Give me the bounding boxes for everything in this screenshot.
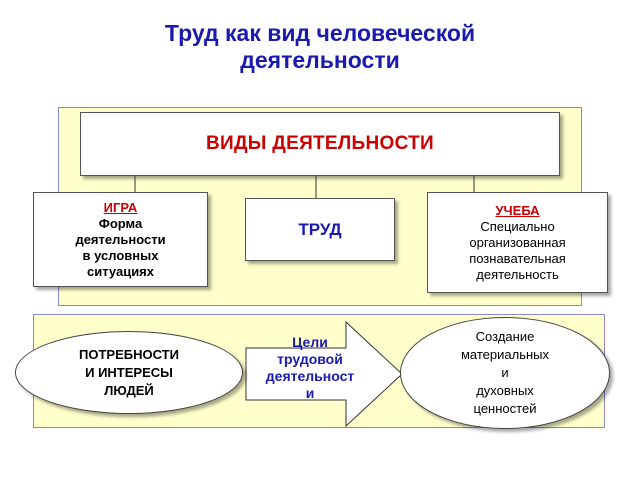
creation-ellipse: Создание материальных и духовных ценност…: [400, 317, 610, 429]
study-line-4: деятельность: [476, 266, 559, 282]
creation-line-2: материальных: [460, 347, 550, 362]
goals-line-3: деятельност: [265, 368, 355, 384]
game-line-1: Форма: [98, 215, 143, 231]
creation-line-3: и: [501, 365, 509, 380]
game-line-4: ситуациях: [87, 263, 154, 279]
goals-arrow-text: Цели трудовой деятельност и: [250, 334, 370, 402]
game-line-3: в условных: [82, 247, 159, 263]
activity-types-box: ВИДЫ ДЕЯТЕЛЬНОСТИ: [80, 112, 560, 176]
goals-line-4: и: [305, 385, 315, 401]
goals-line-2: трудовой: [277, 351, 343, 367]
needs-line-1: ПОТРЕБНОСТИ: [79, 346, 179, 362]
activity-types-label: ВИДЫ ДЕЯТЕЛЬНОСТИ: [205, 133, 435, 154]
study-line-2: организованная: [469, 234, 566, 250]
creation-line-5: ценностей: [473, 401, 537, 416]
game-heading: ИГРА: [103, 199, 138, 215]
labor-box: ТРУД: [245, 198, 395, 261]
study-line-1: Специально: [480, 218, 555, 234]
needs-line-2: И ИНТЕРЕСЫ: [85, 364, 173, 380]
game-line-2: деятельности: [75, 231, 166, 247]
study-line-3: познавательная: [469, 250, 566, 266]
title-line-1: Труд как вид человеческой: [164, 20, 476, 46]
study-box: УЧЕБА Специально организованная познават…: [427, 192, 608, 293]
title-line-2: деятельности: [240, 47, 400, 73]
labor-label: ТРУД: [298, 219, 342, 239]
study-heading: УЧЕБА: [495, 202, 540, 218]
goals-line-1: Цели: [292, 334, 328, 350]
creation-line-1: Создание: [475, 329, 535, 344]
needs-ellipse: ПОТРЕБНОСТИ И ИНТЕРЕСЫ ЛЮДЕЙ: [15, 331, 243, 414]
page-title: Труд как вид человеческой деятельности: [0, 20, 640, 74]
game-box: ИГРА Форма деятельности в условных ситуа…: [33, 192, 208, 287]
creation-line-4: духовных: [476, 383, 534, 398]
goals-arrow-shape: [245, 320, 403, 428]
needs-line-3: ЛЮДЕЙ: [104, 382, 154, 398]
